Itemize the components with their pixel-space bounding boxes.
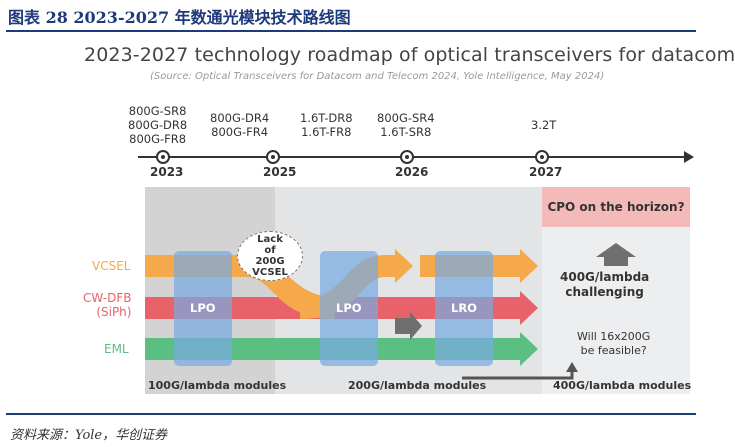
row-label-cwdfb-line: (SiPh) <box>96 305 132 319</box>
tech-label-2023: 800G-SR8 800G-DR8 800G-FR8 <box>128 104 187 146</box>
tech-label-2026: 800G-SR4 1.6T-SR8 <box>377 111 435 139</box>
tech-label-2027: 3.2T <box>531 118 556 132</box>
timeline-marker <box>535 150 549 164</box>
connector-head <box>566 362 578 372</box>
tech-line: 1.6T-DR8 <box>300 111 353 125</box>
footer-200g: 200G/lambda modules <box>348 379 487 392</box>
tech-line: 3.2T <box>531 118 557 132</box>
tech-line: 1.6T-SR8 <box>380 125 432 139</box>
diagram-subtitle: (Source: Optical Transceivers for Dataco… <box>150 71 605 82</box>
bubble-line: VCSEL <box>252 267 288 278</box>
tech-line: 800G-SR4 <box>377 111 435 125</box>
footer-400g: 400G/lambda modules <box>553 379 692 392</box>
feasible-line: be feasible? <box>580 344 647 357</box>
module-label: LPO <box>190 301 216 315</box>
row-label-cwdfb-line: CW-DFB <box>83 291 132 305</box>
challenging-line: challenging <box>565 285 644 299</box>
bubble-line: Lack <box>257 234 283 245</box>
up-arrow <box>596 243 636 266</box>
timeline-marker <box>400 150 414 164</box>
year-label: 2027 <box>529 165 563 179</box>
grey-arrow <box>395 312 422 340</box>
figure-caption: 图表 28 2023-2027 年数通光模块技术路线图 <box>8 8 351 27</box>
challenging-text: 400G/lambda challenging <box>560 270 649 300</box>
row-label-vcsel: VCSEL <box>92 259 131 273</box>
cpo-box: CPO on the horizon? <box>542 187 690 227</box>
tech-line: 1.6T-FR8 <box>301 125 352 139</box>
timeline-marker <box>266 150 280 164</box>
tech-line: 800G-DR4 <box>210 111 270 125</box>
footer-100g: 100G/lambda modules <box>148 379 287 392</box>
challenging-line: 400G/lambda <box>560 270 650 284</box>
module-box-lpo-1 <box>174 251 232 366</box>
feasible-text: Will 16x200G be feasible? <box>577 330 650 358</box>
tech-label-1-6t: 1.6T-DR8 1.6T-FR8 <box>300 111 353 139</box>
year-label: 2023 <box>150 165 184 179</box>
year-label: 2026 <box>395 165 429 179</box>
bubble-line: 200G <box>255 256 285 267</box>
tech-line: 800G-FR8 <box>129 132 187 146</box>
module-box-lro <box>435 251 493 366</box>
row-label-cwdfb: CW-DFB (SiPh) <box>83 291 131 319</box>
diagram-title: 2023-2027 technology roadmap of optical … <box>84 44 735 66</box>
tech-label-2025: 800G-DR4 800G-FR4 <box>210 111 269 139</box>
caption-rule <box>6 30 696 32</box>
source-rule <box>6 413 696 415</box>
feasible-line: Will 16x200G <box>577 330 651 343</box>
module-box-lpo-2 <box>320 251 378 366</box>
module-label: LRO <box>451 301 477 315</box>
timeline-marker <box>156 150 170 164</box>
tech-line: 800G-SR8 <box>128 104 187 118</box>
tech-line: 800G-DR8 <box>128 118 188 132</box>
module-label: LPO <box>336 301 362 315</box>
year-label: 2025 <box>263 165 297 179</box>
bubble-line: of <box>264 245 276 256</box>
timeline-arrowhead <box>684 151 694 163</box>
connector-line <box>462 370 574 380</box>
source-note: 资料来源：Yole，华创证券 <box>10 428 168 443</box>
lack-of-200g-vcsel-bubble: Lack of 200G VCSEL <box>237 231 303 281</box>
tech-line: 800G-FR4 <box>211 125 269 139</box>
row-label-eml: EML <box>104 342 129 356</box>
